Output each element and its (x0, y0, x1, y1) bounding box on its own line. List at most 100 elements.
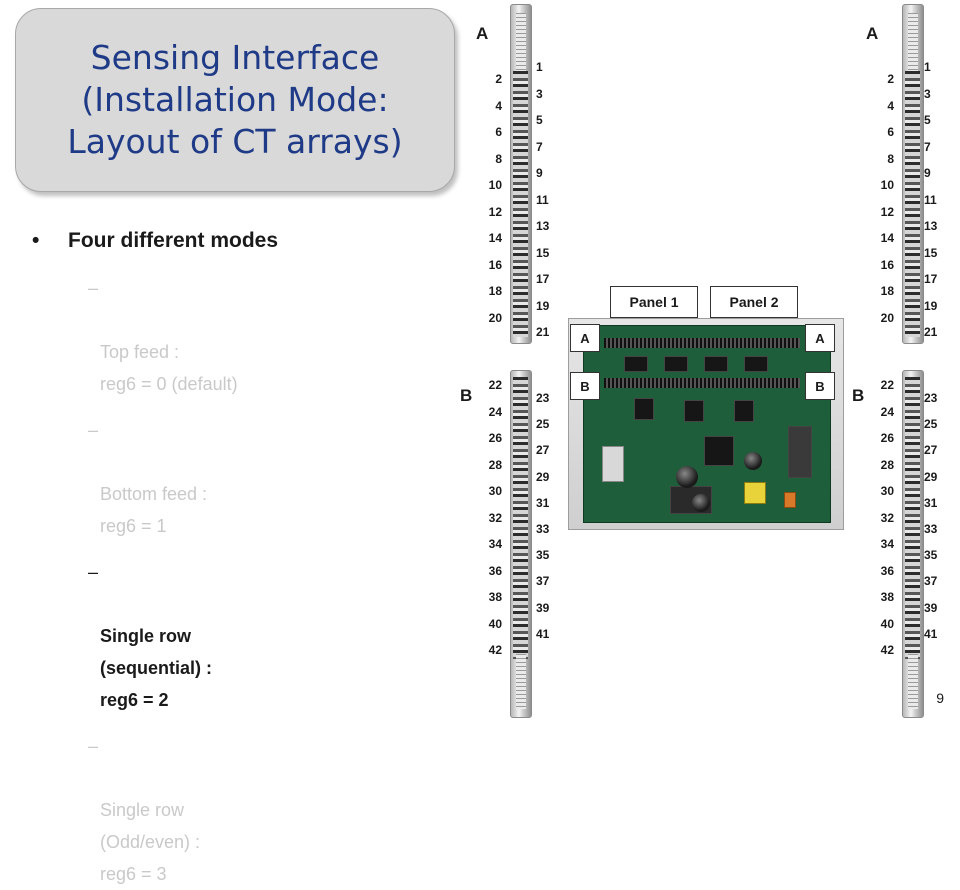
mode-text: Single row (Odd/even) : reg6 = 3 (100, 800, 201, 884)
ct-number: 6 (495, 125, 502, 139)
ic-chip (664, 356, 688, 372)
ct-number: 7 (536, 140, 543, 154)
ct-number: 38 (488, 590, 502, 604)
ct-number: 1 (924, 60, 931, 74)
ct-number: 10 (880, 178, 894, 192)
ct-sensors (513, 377, 528, 659)
ic-chip (684, 400, 704, 422)
ct-number: 38 (880, 590, 894, 604)
ct-number: 30 (880, 484, 894, 498)
page-number: 9 (936, 690, 944, 706)
ct-number: 29 (924, 470, 938, 484)
ct-number: 34 (488, 537, 502, 551)
mode-single-row-odd-even: – Single row (Odd/even) : reg6 = 3 (32, 730, 452, 890)
mode-bottom-feed: – Bottom feed : reg6 = 1 (32, 414, 452, 542)
ct-sensors (905, 377, 920, 659)
ct-number: 30 (488, 484, 502, 498)
ct-number: 4 (495, 99, 502, 113)
ct-number: 36 (488, 564, 502, 578)
ct-number: 39 (536, 601, 550, 615)
ct-number: 16 (488, 258, 502, 272)
ct-number: 42 (488, 643, 502, 657)
dash: – (88, 562, 99, 582)
ct-number: 29 (536, 470, 550, 484)
dash: – (88, 278, 99, 298)
ct-number: 24 (488, 405, 502, 419)
ct-number: 19 (536, 299, 550, 313)
ct-number: 27 (924, 443, 938, 457)
ct-number: 35 (536, 548, 550, 562)
ct-number: 13 (924, 219, 938, 233)
ct-number: 37 (536, 574, 550, 588)
bullet-list: Four different modes – Top feed : reg6 =… (32, 224, 452, 890)
ct-strip-a-left (510, 4, 532, 344)
array-b-label-right: B (852, 386, 865, 405)
ct-number: 32 (880, 511, 894, 525)
ct-number: 28 (880, 458, 894, 472)
terminal-block (602, 446, 624, 482)
panel-2-label: Panel 2 (710, 286, 798, 318)
ct-number: 23 (924, 391, 938, 405)
ct-number: 12 (488, 205, 502, 219)
ct-number: 42 (880, 643, 894, 657)
ct-number: 36 (880, 564, 894, 578)
ct-number: 17 (924, 272, 938, 286)
connector-b-label-right: B (805, 372, 835, 400)
ct-number: 13 (536, 219, 550, 233)
ct-number: 14 (880, 231, 894, 245)
ct-number: 20 (880, 311, 894, 325)
ct-number: 33 (924, 522, 938, 536)
ct-number: 40 (488, 617, 502, 631)
ct-number: 31 (924, 496, 938, 510)
capacitor (744, 452, 762, 470)
ct-number: 14 (488, 231, 502, 245)
ic-chip (734, 400, 754, 422)
ct-number: 20 (488, 311, 502, 325)
ct-number: 41 (536, 627, 550, 641)
ct-number: 39 (924, 601, 938, 615)
ct-number: 34 (880, 537, 894, 551)
ct-number: 27 (536, 443, 550, 457)
ct-number: 3 (536, 87, 543, 101)
ct-number: 8 (495, 152, 502, 166)
fuse (784, 492, 796, 508)
ct-number: 16 (880, 258, 894, 272)
connector-b-label-left: B (570, 372, 600, 400)
microcontroller (704, 436, 734, 466)
dash: – (88, 736, 99, 756)
ct-number: 6 (887, 125, 894, 139)
ct-number: 37 (924, 574, 938, 588)
ct-number: 22 (488, 378, 502, 392)
title-box: Sensing Interface (Installation Mode: La… (15, 8, 455, 192)
ct-number: 26 (880, 431, 894, 445)
panel-1-label: Panel 1 (610, 286, 698, 318)
ct-number: 18 (880, 284, 894, 298)
ct-number: 10 (488, 178, 502, 192)
ct-strip-b-left (510, 370, 532, 718)
slide-title: Sensing Interface (Installation Mode: La… (67, 38, 403, 161)
capacitor (692, 494, 710, 512)
ct-number: 33 (536, 522, 550, 536)
mode-text: Bottom feed : reg6 = 1 (100, 484, 208, 536)
connector-b-header (604, 378, 800, 388)
ct-number: 3 (924, 87, 931, 101)
ct-sensors (513, 71, 528, 337)
ct-number: 7 (924, 140, 931, 154)
bullet-main: Four different modes (32, 224, 452, 258)
array-b-label-left: B (460, 386, 473, 405)
ct-number: 26 (488, 431, 502, 445)
connector-a-label-right: A (805, 324, 835, 352)
dash: – (88, 420, 99, 440)
mode-text: Single row (sequential) : reg6 = 2 (100, 626, 213, 710)
ct-number: 21 (924, 325, 938, 339)
ct-number: 2 (887, 72, 894, 86)
ct-number: 11 (536, 193, 549, 207)
ct-number: 41 (924, 627, 938, 641)
ct-number: 25 (924, 417, 938, 431)
ct-number: 18 (488, 284, 502, 298)
ct-number: 4 (887, 99, 894, 113)
ct-number: 12 (880, 205, 894, 219)
connector-a-header (604, 338, 800, 348)
ct-number: 32 (488, 511, 502, 525)
ct-number: 40 (880, 617, 894, 631)
